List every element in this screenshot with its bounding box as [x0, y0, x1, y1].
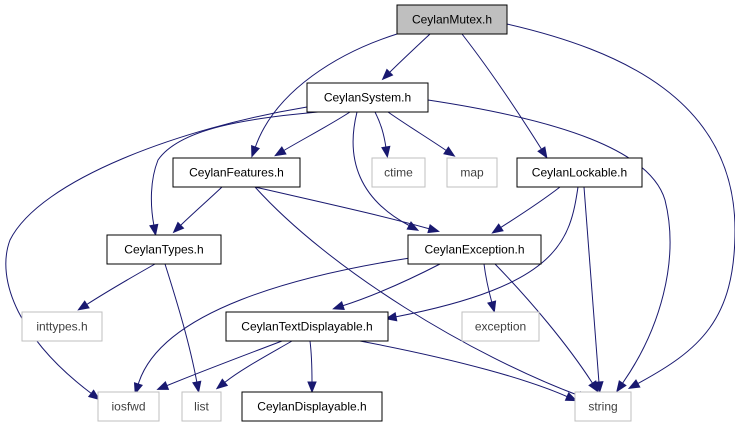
- edge-exception_h-to-exception: [483, 263, 493, 304]
- node-box-system: [306, 82, 429, 113]
- node-box-list: [181, 391, 222, 422]
- edge-system-to-features: [282, 111, 351, 152]
- edge-mutex-to-lockable: [461, 33, 543, 151]
- arrowhead-exception_h-to-iosfwd: [133, 382, 143, 395]
- arrowhead-types-to-list: [192, 380, 202, 394]
- edge-features-to-exception_h: [254, 186, 431, 230]
- node-box-types: [106, 234, 222, 265]
- edge-exception_h-to-iosfwd: [137, 257, 411, 386]
- edge-system-to-exception_h: [352, 111, 411, 227]
- node-mutex[interactable]: CeylanMutex.h: [396, 4, 508, 35]
- node-label-string: string: [588, 400, 617, 414]
- edge-textdisp-to-displayable: [309, 340, 313, 384]
- edge-features-to-types: [179, 186, 223, 227]
- arrowhead-types-to-inttypes: [77, 300, 90, 311]
- node-label-textdisp: CeylanTextDisplayable.h: [241, 320, 372, 334]
- node-box-map: [446, 157, 498, 188]
- edge-mutex-to-system: [388, 33, 431, 74]
- node-ctime: ctime: [371, 157, 426, 188]
- edge-textdisp-to-iosfwd: [165, 340, 283, 387]
- node-box-iosfwd: [97, 391, 160, 422]
- edge-system-to-map: [387, 111, 448, 152]
- node-box-ctime: [371, 157, 426, 188]
- node-label-iosfwd: iosfwd: [111, 400, 145, 414]
- node-box-textdisp: [225, 311, 389, 342]
- node-box-inttypes: [21, 311, 103, 342]
- node-box-mutex: [396, 4, 508, 35]
- arrowhead-features-to-types: [172, 221, 185, 234]
- arrowhead-lockable-to-exception_h: [491, 223, 504, 234]
- arrowhead-textdisp-to-list: [215, 378, 229, 390]
- node-list: list: [181, 391, 222, 422]
- edge-textdisp-to-string: [359, 340, 569, 398]
- node-label-types: CeylanTypes.h: [124, 243, 203, 257]
- arrowhead-mutex-to-features: [251, 144, 260, 158]
- node-textdisp[interactable]: CeylanTextDisplayable.h: [225, 311, 389, 342]
- node-label-features: CeylanFeatures.h: [189, 166, 284, 180]
- node-exception_h[interactable]: CeylanException.h: [407, 234, 542, 265]
- edge-features-to-string: [254, 186, 581, 397]
- edge-types-to-list: [164, 263, 198, 384]
- node-label-map: map: [460, 166, 484, 180]
- node-box-string: [574, 391, 632, 422]
- node-label-ctime: ctime: [384, 166, 413, 180]
- node-system[interactable]: CeylanSystem.h: [306, 82, 429, 113]
- arrowhead-exception_h-to-textdisp: [332, 301, 345, 311]
- node-label-system: CeylanSystem.h: [324, 91, 411, 105]
- arrowhead-mutex-to-system: [381, 68, 394, 81]
- node-label-mutex: CeylanMutex.h: [412, 13, 492, 27]
- node-label-list: list: [194, 400, 209, 414]
- node-box-lockable: [516, 157, 643, 188]
- arrowhead-system-to-types: [149, 223, 159, 237]
- edge-types-to-inttypes: [85, 263, 156, 306]
- edge-textdisp-to-list: [223, 340, 293, 384]
- edge-mutex-to-string: [506, 23, 735, 385]
- edge-exception_h-to-textdisp: [341, 263, 441, 307]
- node-box-displayable: [241, 391, 383, 422]
- node-label-displayable: CeylanDisplayable.h: [257, 400, 366, 414]
- node-box-features: [172, 157, 301, 188]
- arrowhead-system-to-ctime: [381, 145, 391, 159]
- arrowhead-textdisp-to-iosfwd: [156, 381, 170, 390]
- node-lockable[interactable]: CeylanLockable.h: [516, 157, 643, 188]
- node-string: string: [574, 391, 632, 422]
- arrowhead-system-to-string: [616, 380, 627, 393]
- node-features[interactable]: CeylanFeatures.h: [172, 157, 301, 188]
- node-label-exception_h: CeylanException.h: [424, 243, 524, 257]
- node-label-inttypes: inttypes.h: [36, 320, 87, 334]
- arrowhead-exception_h-to-string: [588, 380, 599, 393]
- edge-lockable-to-string: [583, 186, 600, 384]
- node-label-exception: exception: [475, 320, 526, 334]
- arrowhead-system-to-iosfwd: [87, 389, 101, 401]
- node-inttypes: inttypes.h: [21, 311, 103, 342]
- node-box-exception_h: [407, 234, 542, 265]
- node-box-exception: [461, 311, 540, 342]
- edge-mutex-to-features: [254, 33, 398, 149]
- edge-system-to-types: [150, 111, 319, 227]
- arrowhead-features-to-exception_h: [427, 224, 440, 234]
- node-types[interactable]: CeylanTypes.h: [106, 234, 222, 265]
- arrowhead-mutex-to-string: [627, 379, 641, 389]
- arrowhead-lockable-to-textdisp: [384, 312, 398, 322]
- node-map: map: [446, 157, 498, 188]
- arrowhead-system-to-features: [274, 146, 287, 157]
- edge-exception_h-to-string: [494, 263, 594, 385]
- edges-layer: [5, 23, 735, 402]
- arrowhead-exception_h-to-exception: [487, 300, 497, 313]
- edge-lockable-to-exception_h: [499, 186, 561, 229]
- node-displayable[interactable]: CeylanDisplayable.h: [241, 391, 383, 422]
- nodes-layer: CeylanMutex.hCeylanSystem.hCeylanFeature…: [21, 4, 643, 422]
- node-iosfwd: iosfwd: [97, 391, 160, 422]
- node-label-lockable: CeylanLockable.h: [532, 166, 627, 180]
- arrowhead-textdisp-to-displayable: [307, 381, 317, 394]
- arrowhead-system-to-map: [443, 146, 456, 157]
- edge-lockable-to-textdisp: [394, 186, 579, 318]
- edge-system-to-ctime: [374, 111, 387, 149]
- arrowhead-mutex-to-lockable: [537, 146, 548, 159]
- arrowhead-textdisp-to-string: [564, 392, 578, 402]
- edge-system-to-string: [427, 99, 671, 385]
- node-exception: exception: [461, 311, 540, 342]
